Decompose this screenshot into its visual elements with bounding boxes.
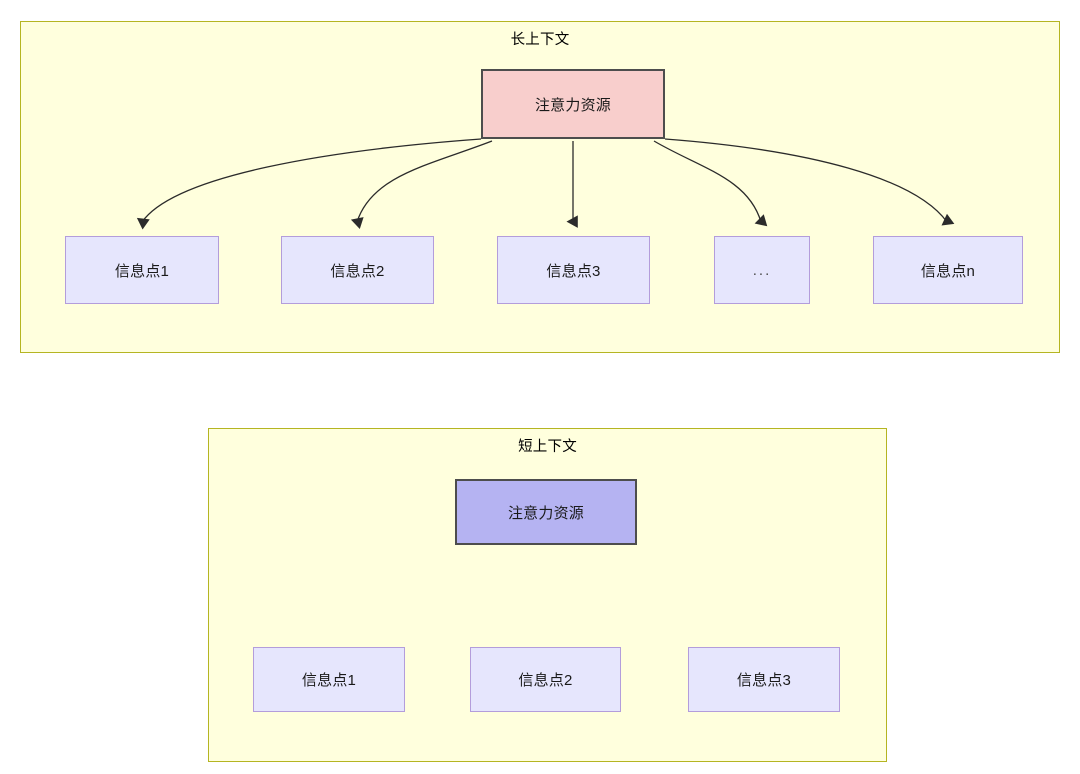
node-info-point-2-short[interactable]: 信息点2 bbox=[470, 647, 621, 712]
node-info-point-1-short[interactable]: 信息点1 bbox=[253, 647, 405, 712]
node-attention-resource-short[interactable]: 注意力资源 bbox=[455, 479, 637, 545]
node-info-point-3-short[interactable]: 信息点3 bbox=[688, 647, 840, 712]
node-info-point-1-long[interactable]: 信息点1 bbox=[65, 236, 219, 304]
node-info-point-2-long[interactable]: 信息点2 bbox=[281, 236, 434, 304]
node-info-point-3-long[interactable]: 信息点3 bbox=[497, 236, 650, 304]
node-info-point-n-long[interactable]: 信息点n bbox=[873, 236, 1023, 304]
group-long-context-title: 长上下文 bbox=[510, 32, 570, 48]
group-short-context-title: 短上下文 bbox=[518, 439, 577, 455]
node-attention-resource-long[interactable]: 注意力资源 bbox=[481, 69, 665, 139]
node-info-point-ellipsis-long[interactable]: ... bbox=[714, 236, 810, 304]
